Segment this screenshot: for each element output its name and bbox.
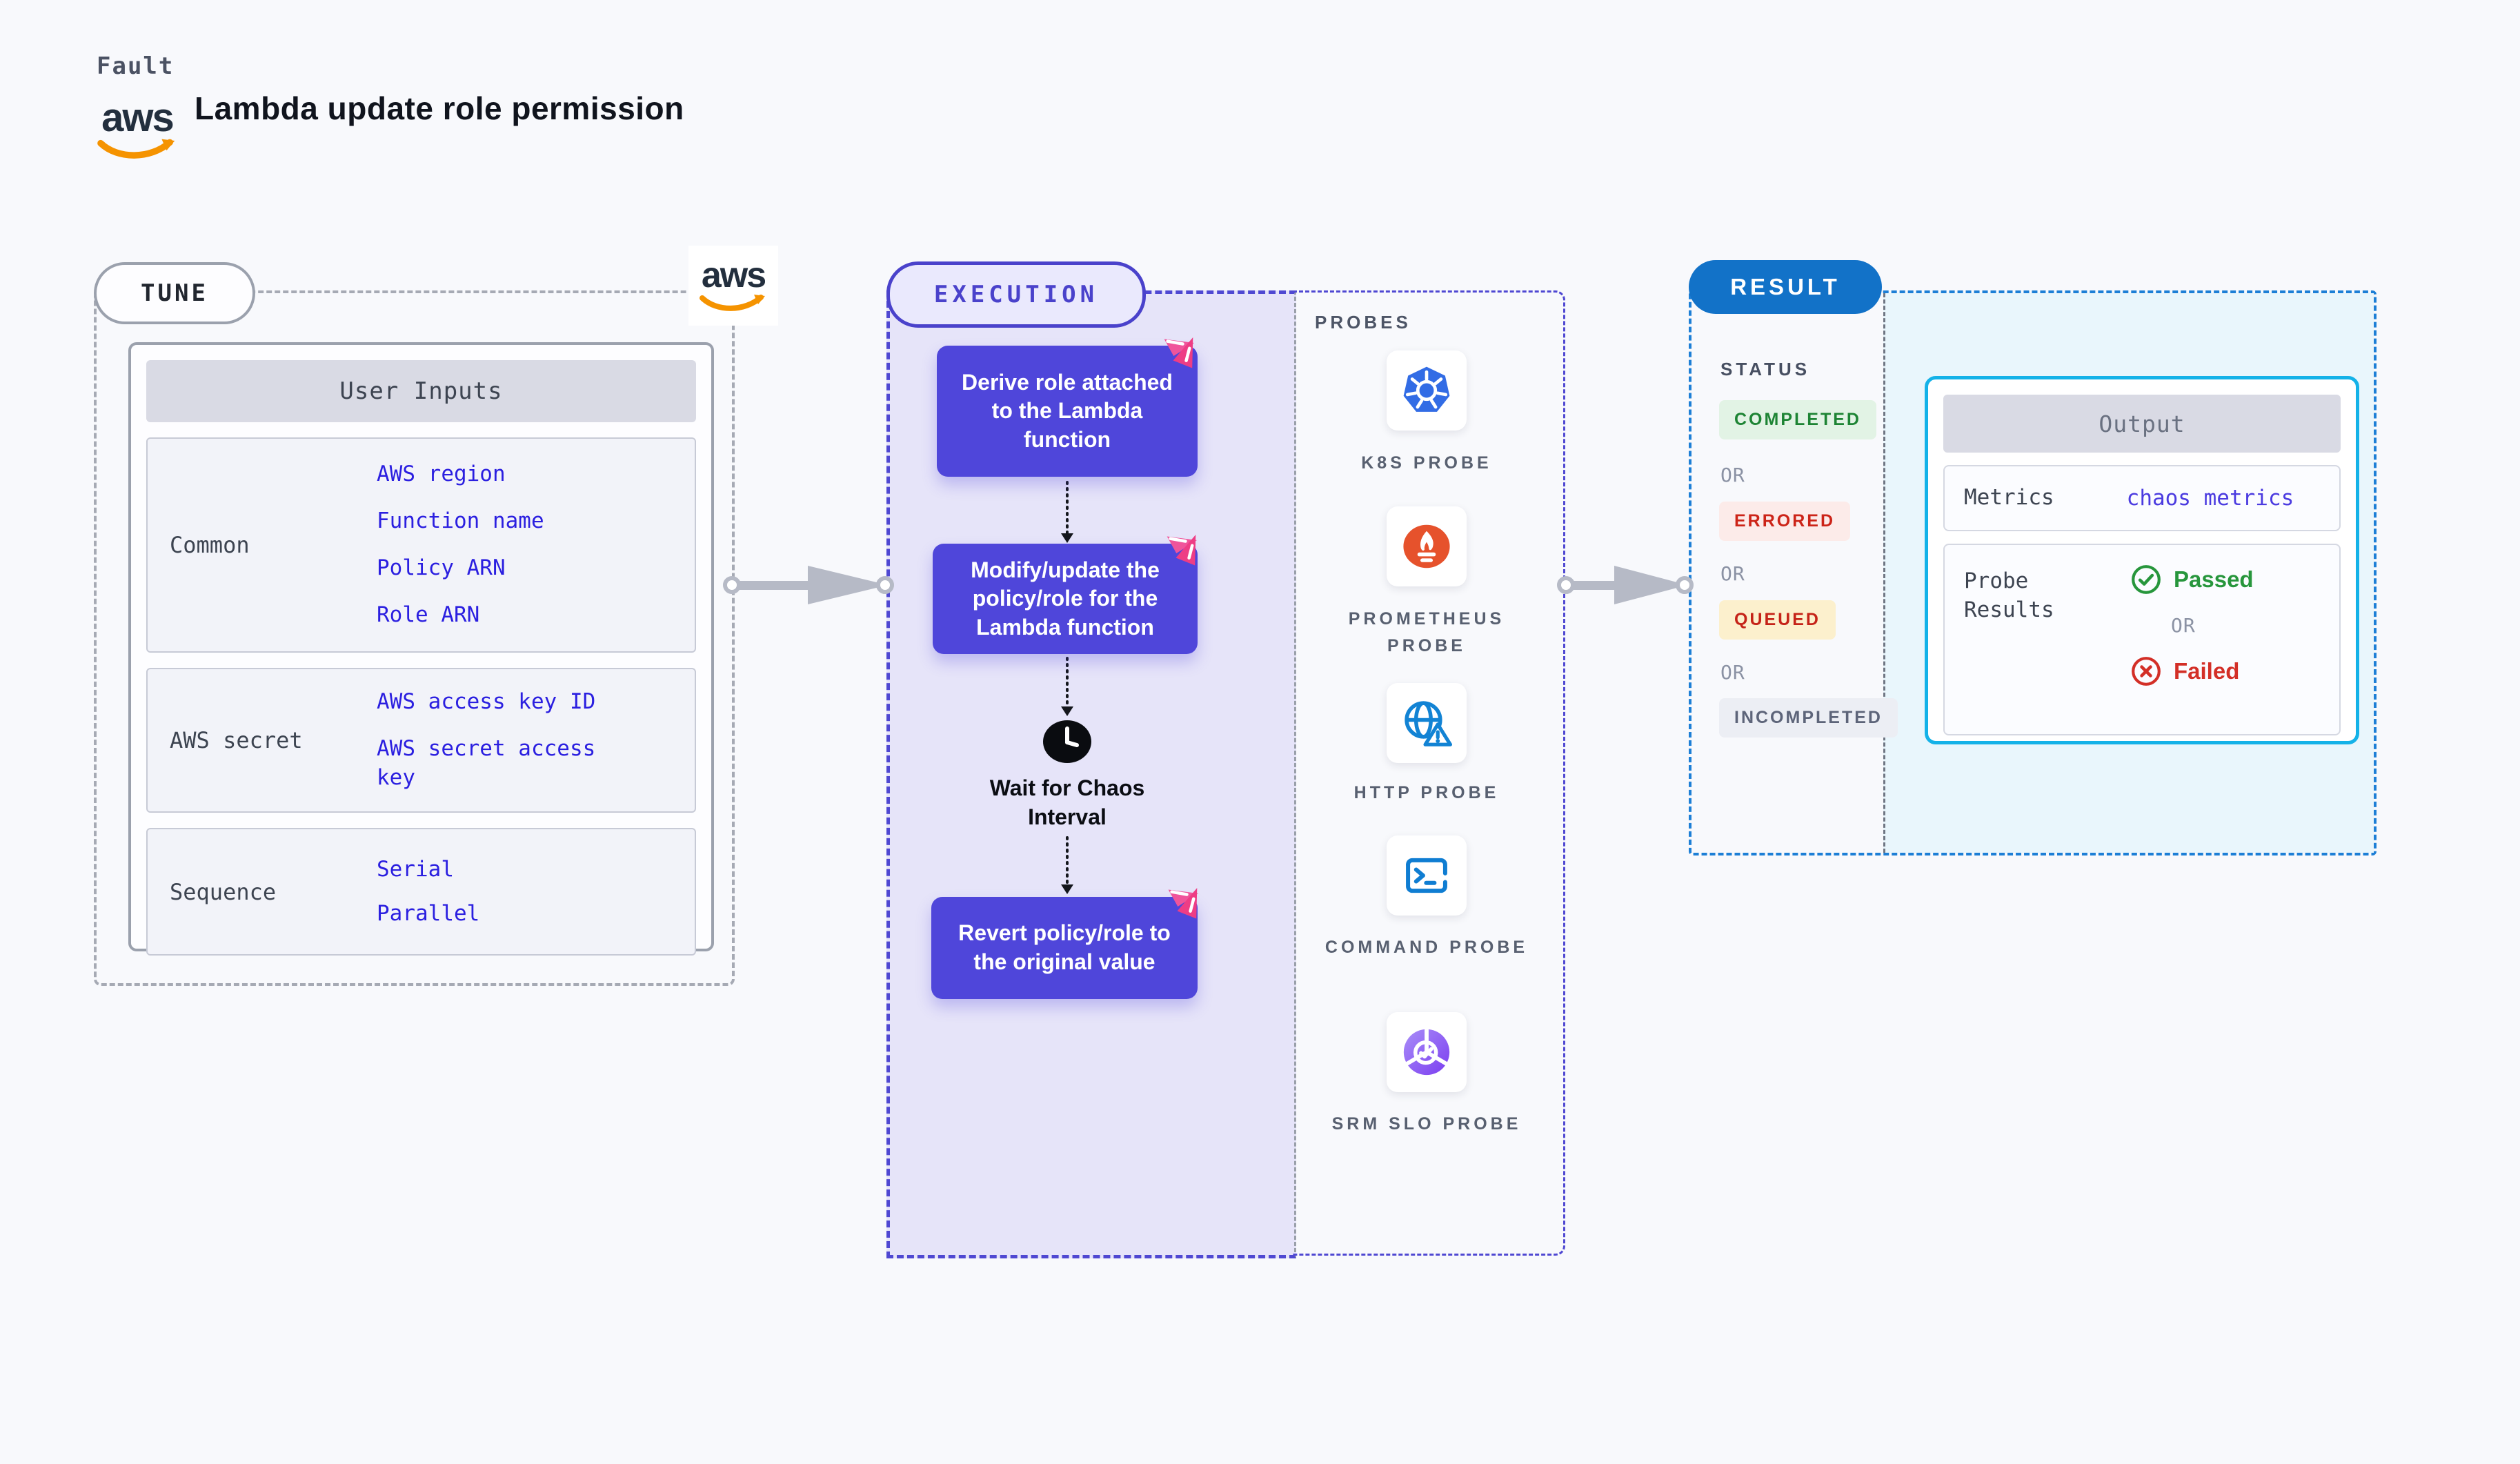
status-badge-queued: QUEUED [1719,600,1836,640]
flow-connector-arrow [1061,481,1073,543]
probes-section-box [1293,290,1565,1256]
check-circle-icon [2132,565,2161,594]
metrics-label: Metrics [1964,485,2054,511]
probe-card-command[interactable] [1387,835,1467,916]
input-link[interactable]: Parallel [377,900,480,926]
or-label: OR [1720,661,1745,684]
probe-card-prometheus[interactable] [1387,506,1467,586]
user-inputs-title: User Inputs [146,360,696,422]
or-label: OR [1720,464,1745,486]
input-link[interactable]: AWS region [377,462,506,487]
x-circle-icon [2132,657,2161,686]
user-inputs-row-aws-secret: AWS secret AWS access key ID AWS secret … [146,668,696,813]
row-label: AWS secret [170,727,303,753]
probe-label-k8s: K8S PROBE [1361,453,1492,473]
or-label: OR [2171,614,2196,637]
aws-smile-icon [700,295,765,311]
input-link[interactable]: AWS secret access key [377,736,596,790]
flow-step-derive-role: Derive role attached to the Lambda funct… [937,346,1198,477]
tune-to-execution-arrow [723,566,894,604]
fault-kicker: Fault [97,52,175,80]
wait-for-chaos-label: Wait for Chaos Interval [989,775,1145,829]
probe-card-http[interactable] [1387,683,1467,763]
probe-card-srm-slo[interactable] [1387,1012,1467,1092]
clock-icon [1043,720,1091,763]
user-inputs-row-common: Common AWS region Function name Policy A… [146,437,696,653]
page-title: Lambda update role permission [195,90,684,126]
input-link[interactable]: Role ARN [377,602,480,627]
input-link[interactable]: Serial [377,856,454,882]
probe-label-srm-slo: SRM SLO PROBE [1331,1114,1522,1134]
user-inputs-card: User Inputs Common AWS region Function n… [128,342,714,956]
probe-label-http: HTTP PROBE [1353,783,1500,802]
terminal-icon [1406,858,1447,893]
aws-logo-text: aws [101,95,175,140]
output-title: Output [1943,395,2341,453]
passed-label: Passed [2174,566,2254,592]
probe-card-k8s[interactable] [1387,350,1467,431]
chaos-icon [1164,337,1195,368]
flow-step-revert-policy: Revert policy/role to the original value [931,897,1198,999]
execution-section-pill: EXECUTION [886,261,1146,328]
or-label: OR [1720,562,1745,585]
aws-logo-text: aws [701,255,766,295]
probe-result-failed: Failed [2130,655,2254,688]
result-section-pill: RESULT [1689,260,1882,314]
user-inputs-row-sequence: Sequence Serial Parallel [146,828,696,956]
tune-section-pill: TUNE [94,262,255,324]
input-link[interactable]: AWS access key ID [377,689,596,715]
aws-smile-icon [97,139,175,159]
kubernetes-icon [1403,366,1450,412]
flow-step-modify-policy: Modify/update the policy/role for the La… [933,544,1198,654]
input-link[interactable]: Function name [377,508,544,534]
execution-to-result-arrow [1557,566,1694,604]
flow-connector-arrow [1061,836,1073,894]
status-title: STATUS [1720,359,1811,379]
http-globe-icon [1405,701,1453,746]
flow-connector-arrow [1061,657,1073,716]
row-label: Sequence [170,878,277,905]
probe-label-prometheus: PROMETHEUS PROBE [1348,609,1505,655]
metrics-value-link[interactable]: chaos metrics [2126,486,2294,511]
probe-results-row: Probe Results Passed OR Faile [1943,544,2341,735]
row-label: Common [170,532,250,558]
aws-logo: aws [92,98,182,161]
chaos-icon [1168,887,1199,919]
slo-donut-icon [1403,1027,1450,1076]
metrics-row: Metrics chaos metrics [1943,465,2341,531]
status-badge-completed: COMPLETED [1719,400,1876,439]
probe-results-label: Probe Results [1964,568,2054,622]
status-badge-errored: ERRORED [1719,502,1851,541]
output-card: Output Metrics chaos metrics Probe Resul… [1925,376,2359,744]
status-badge-incompleted: INCOMPLETED [1719,698,1898,738]
probe-label-command: COMMAND PROBE [1325,938,1529,957]
failed-label: Failed [2174,658,2240,684]
input-link[interactable]: Policy ARN [377,555,506,580]
chaos-icon [1167,534,1198,566]
prometheus-icon [1403,524,1450,568]
aws-corner-logo: aws [688,246,778,326]
tune-section-box [94,290,735,986]
probe-result-passed: Passed [2130,563,2254,596]
probes-title: PROBES [1315,312,1411,333]
